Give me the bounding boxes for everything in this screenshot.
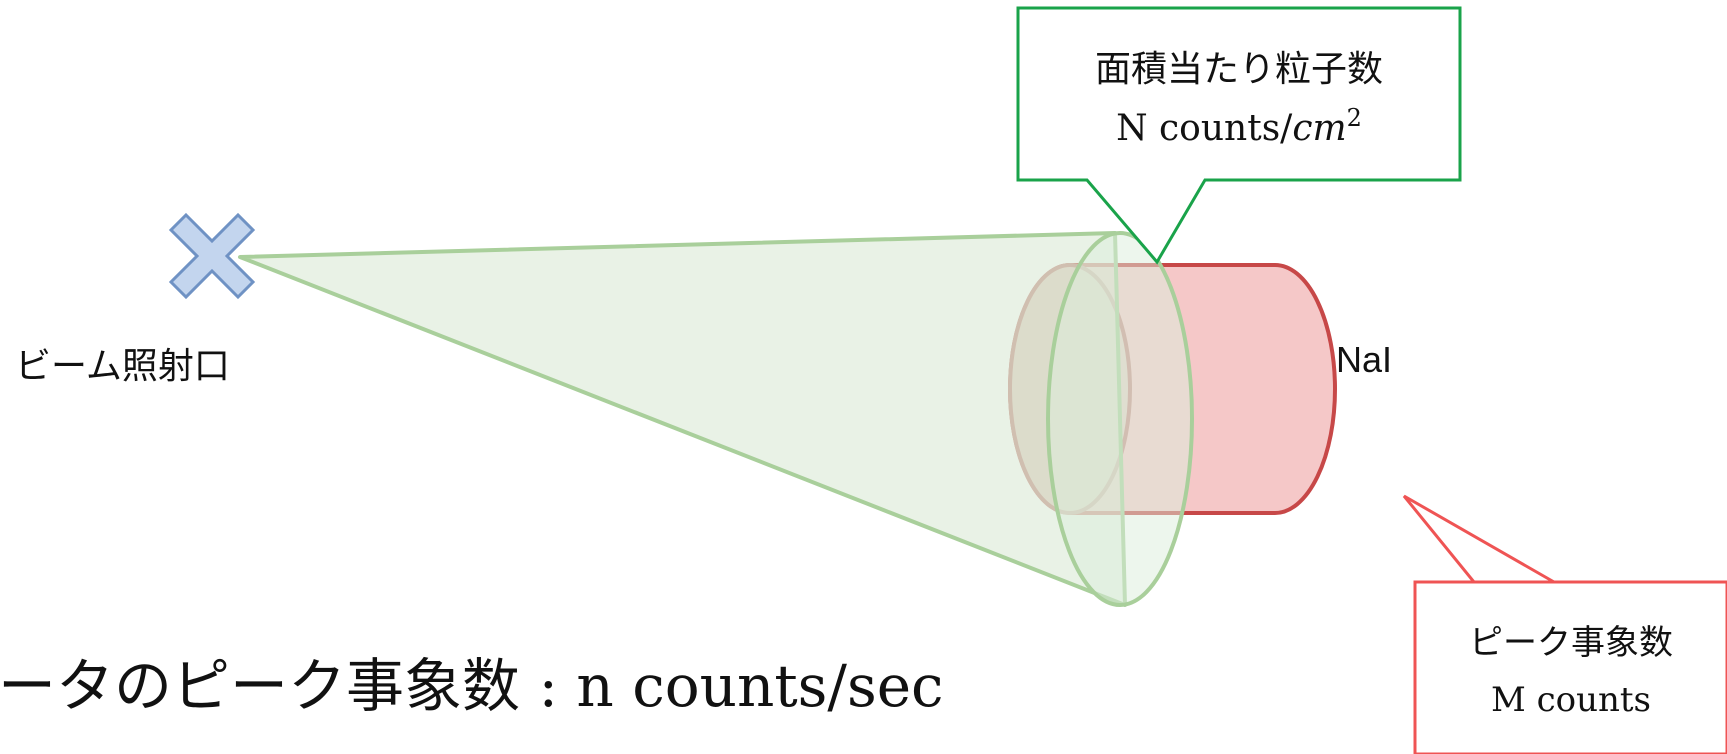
- peak-callout-box: [1402, 494, 1727, 754]
- peak-callout: ピーク事象数 M counts: [1402, 494, 1727, 754]
- beam-cone-disc: [1046, 231, 1194, 607]
- flux-unit-exponent: 2: [1347, 104, 1362, 132]
- bottom-caption-text: ータのピーク事象数 : n counts/sec: [0, 652, 944, 720]
- beam-cone-body: [238, 231, 1127, 607]
- bottom-caption: ータのピーク事象数 : n counts/sec: [0, 652, 944, 720]
- bottom-caption-value: : n counts/sec: [538, 652, 943, 720]
- peak-callout-title: ピーク事象数: [1469, 623, 1673, 663]
- flux-callout-value: N counts/cm2: [1116, 104, 1362, 149]
- flux-callout-title: 面積当たり粒子数: [1095, 49, 1383, 90]
- flux-callout: 面積当たり粒子数 N counts/cm2: [1016, 6, 1462, 265]
- flux-unit-base: cm: [1292, 108, 1346, 149]
- x-marker-icon: [168, 212, 256, 300]
- bottom-caption-jp: ータのピーク事象数: [0, 652, 520, 720]
- beam-source-label: ビーム照射口: [15, 346, 230, 387]
- beam-cone: [238, 231, 1194, 607]
- beam-source: ビーム照射口: [15, 212, 256, 387]
- peak-callout-value: M counts: [1491, 680, 1651, 720]
- flux-callout-box: [1016, 6, 1462, 265]
- flux-value-prefix: N counts/: [1116, 108, 1293, 149]
- nai-label: NaI: [1336, 339, 1392, 380]
